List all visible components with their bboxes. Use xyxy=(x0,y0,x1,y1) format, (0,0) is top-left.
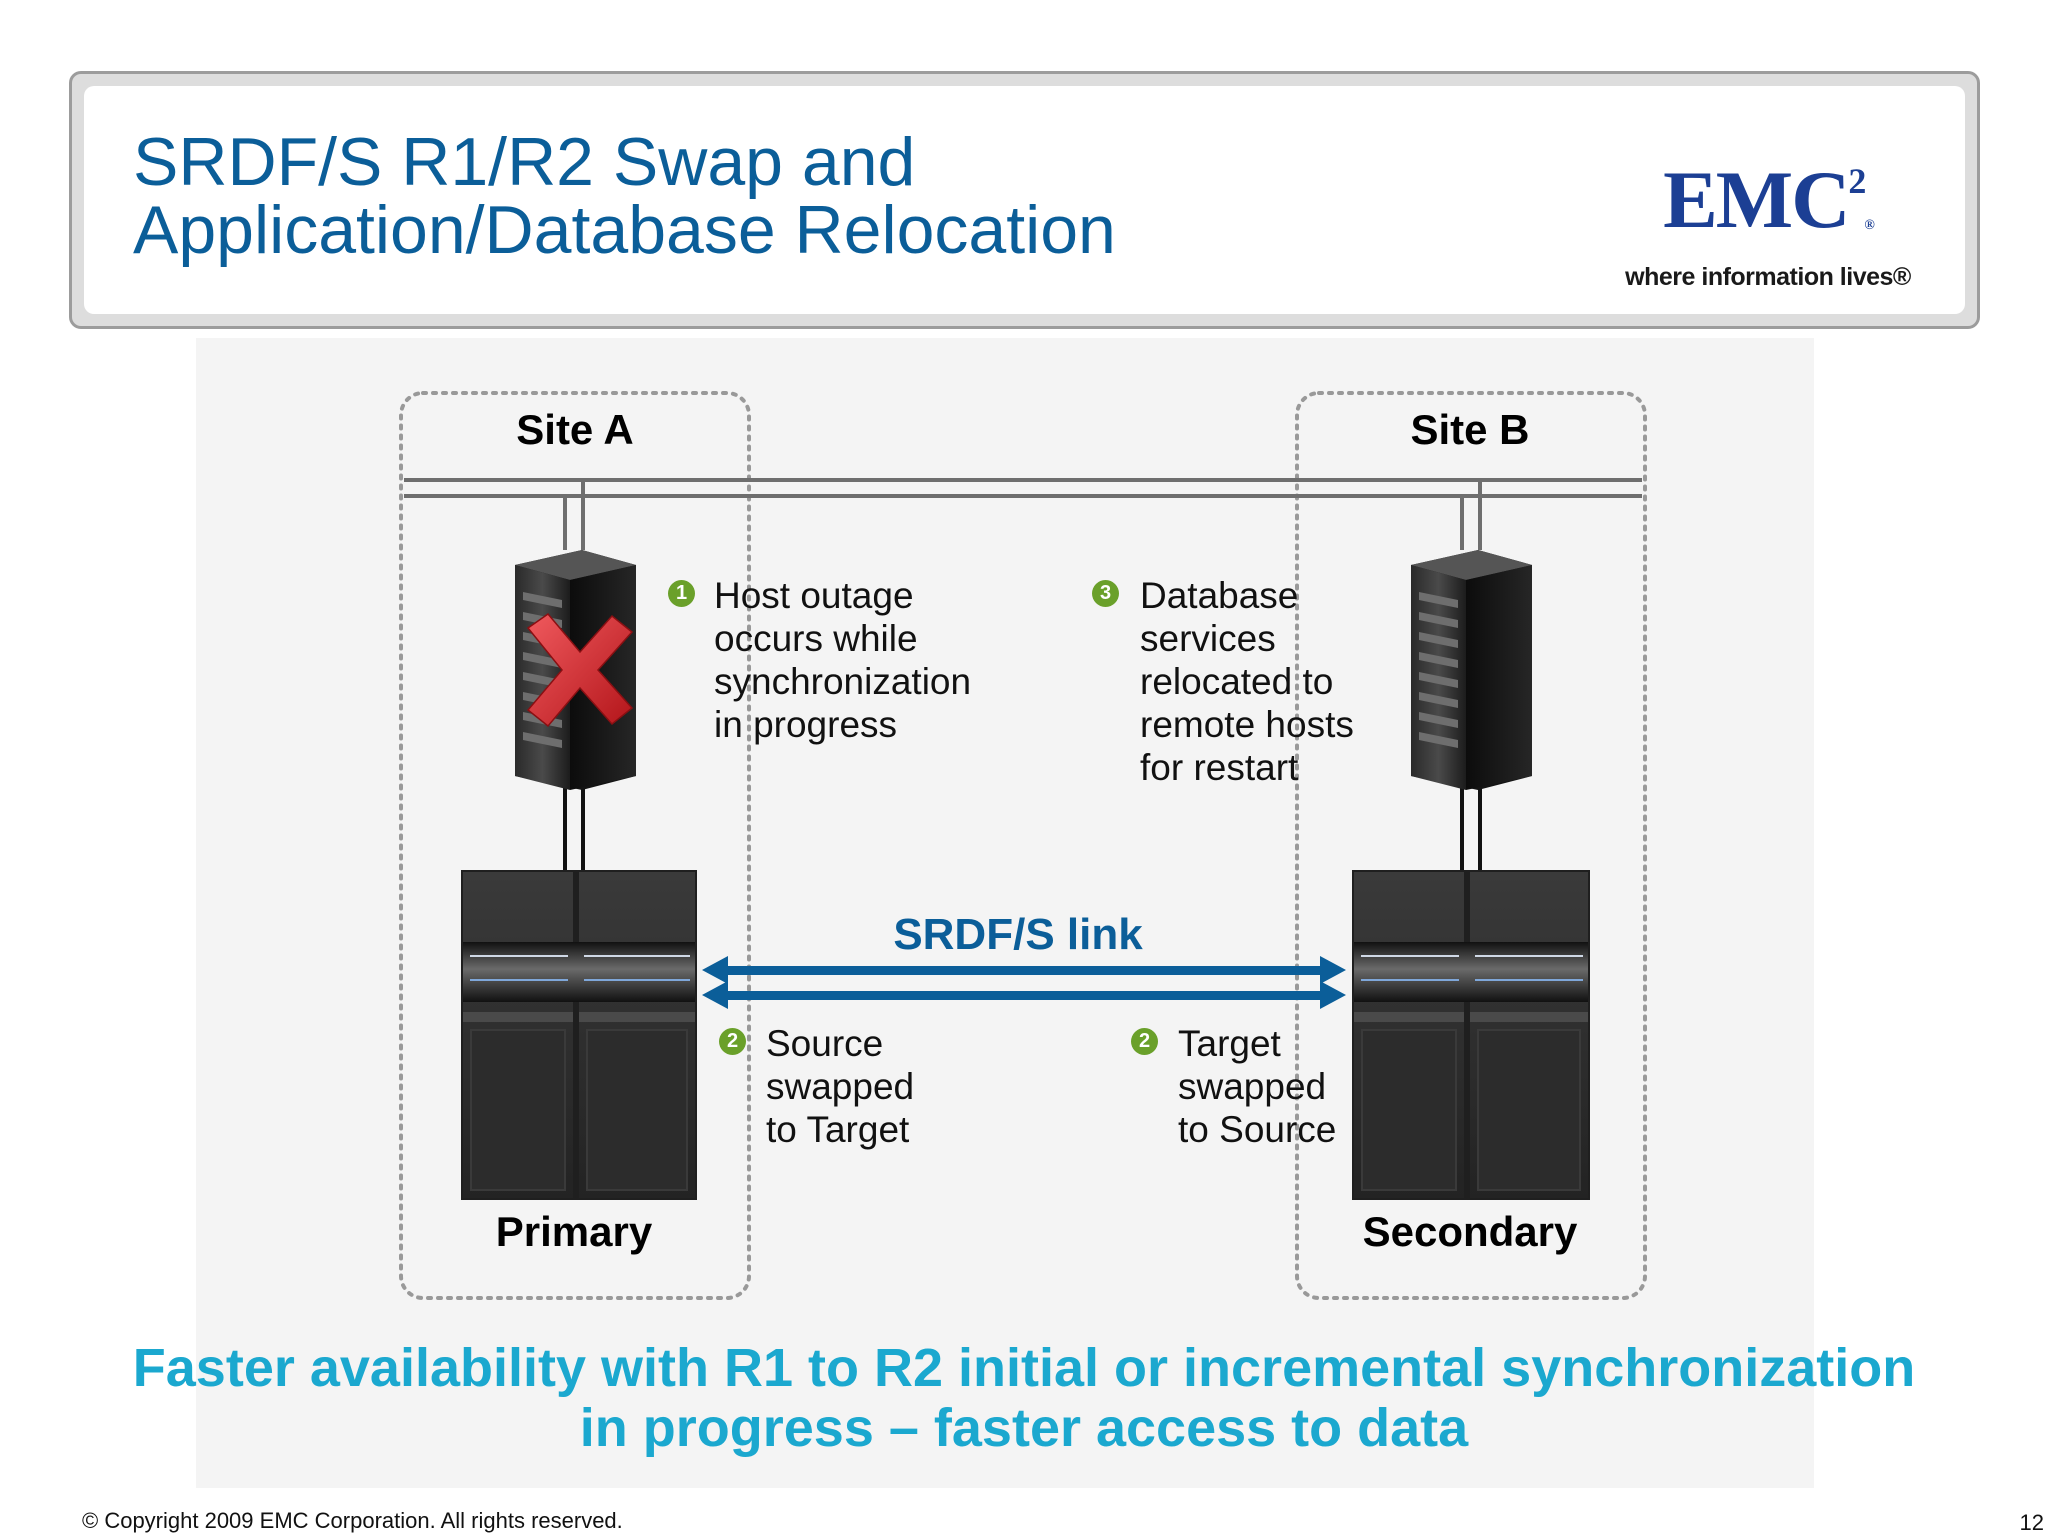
note-line: remote hosts xyxy=(1140,704,1354,745)
site-b-boundary xyxy=(1295,391,1647,1300)
srdf-link-arrows xyxy=(702,956,1346,1009)
primary-storage-array xyxy=(461,870,697,1200)
secondary-label: Secondary xyxy=(1362,1208,1578,1255)
slide-tagline: Faster availability with R1 to R2 initia… xyxy=(0,1338,2048,1458)
step-number-badge: 2 xyxy=(719,1028,746,1055)
step-number-badge: 3 xyxy=(1092,580,1119,607)
slide-title-line-2: Application/Database Relocation xyxy=(133,192,1116,268)
note-host-outage: Host outage occurs while synchronization… xyxy=(714,574,971,746)
note-line: to Target xyxy=(766,1109,910,1150)
secondary-storage-array xyxy=(1352,870,1590,1200)
note-target-swapped: Target swapped to Source xyxy=(1178,1022,1336,1151)
step-number-badge: 2 xyxy=(1131,1028,1158,1055)
site-a-label: Site A xyxy=(516,406,634,453)
slide-title-line-1: SRDF/S R1/R2 Swap and xyxy=(133,124,916,200)
note-line: Host outage xyxy=(714,575,914,616)
emc-logo-mark: EMC2® xyxy=(1663,154,1875,245)
note-line: to Source xyxy=(1178,1109,1337,1150)
note-line: for restart xyxy=(1140,747,1299,788)
note-line: occurs while xyxy=(714,618,918,659)
slide-tagline-line-2: in progress – faster access to data xyxy=(579,1398,1469,1458)
site-b-label: Site B xyxy=(1410,406,1530,453)
copyright-notice: © Copyright 2009 EMC Corporation. All ri… xyxy=(82,1508,623,1533)
slide-title: SRDF/S R1/R2 Swap and Application/Databa… xyxy=(133,128,1116,264)
host-failure-x-icon xyxy=(526,612,634,728)
page-number: 12 xyxy=(2019,1510,2044,1535)
note-line: services xyxy=(1140,618,1276,659)
note-line: synchronization xyxy=(714,661,972,702)
step-number-badge: 1 xyxy=(668,580,695,607)
emc-logo-tagline: where information lives® xyxy=(1625,263,1911,291)
site-a-boundary xyxy=(399,391,751,1300)
site-b-host-server xyxy=(1411,550,1532,790)
note-source-swapped: Source swapped to Target xyxy=(766,1022,914,1151)
srdf-link-label: SRDF/S link xyxy=(893,910,1143,959)
note-line: in progress xyxy=(714,704,898,745)
emc-logo: EMC2® where information lives® xyxy=(1618,140,1918,292)
note-line: relocated to xyxy=(1140,661,1334,702)
slide-tagline-line-1: Faster availability with R1 to R2 initia… xyxy=(132,1338,1916,1398)
primary-label: Primary xyxy=(495,1208,653,1255)
note-line: Source xyxy=(766,1023,884,1064)
header-banner xyxy=(69,71,1980,329)
note-database-relocated: Database services relocated to remote ho… xyxy=(1140,574,1354,789)
header-banner-inner xyxy=(84,86,1965,314)
note-line: swapped xyxy=(1178,1066,1327,1107)
note-line: Database xyxy=(1140,575,1299,616)
note-line: swapped xyxy=(766,1066,915,1107)
note-line: Target xyxy=(1178,1023,1281,1064)
